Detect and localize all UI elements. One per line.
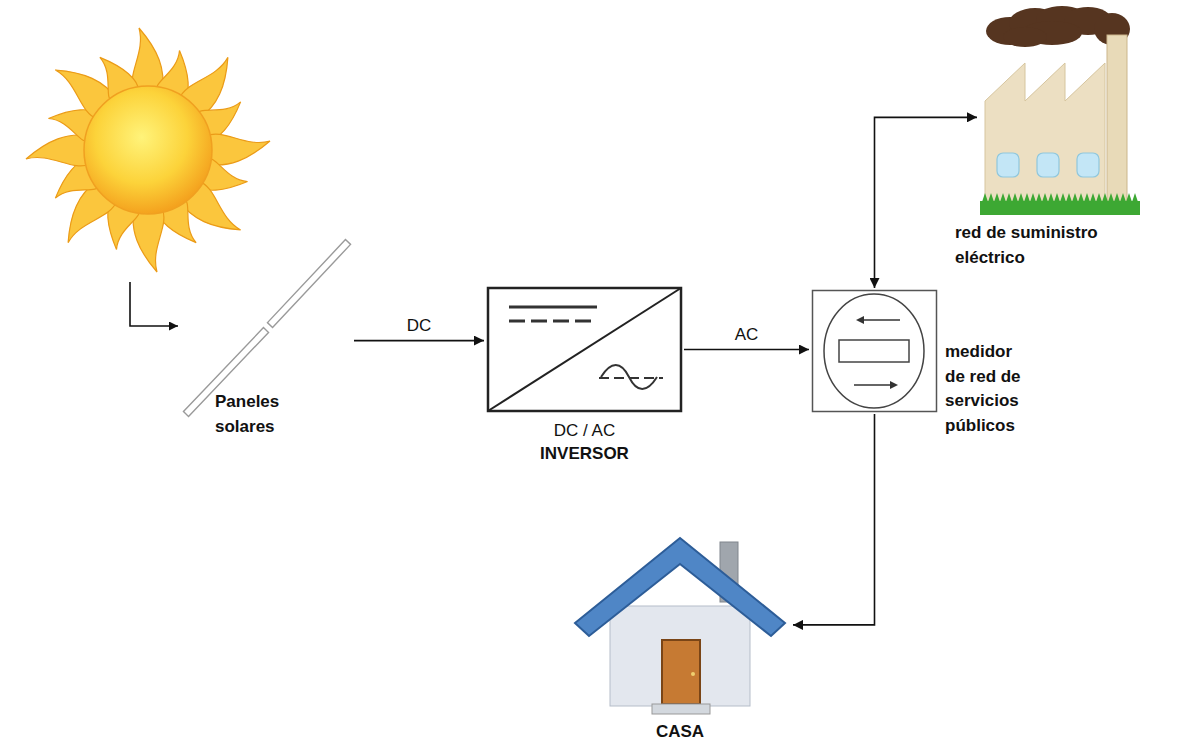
- sun-ray: [133, 208, 164, 272]
- dc-symbol: [509, 320, 597, 323]
- grass: [1048, 193, 1054, 202]
- solar-panels-shape: [180, 238, 352, 418]
- grass: [1054, 193, 1060, 202]
- house: CASA: [570, 528, 792, 747]
- dc-symbol: [509, 306, 597, 309]
- meter-arrow: [862, 319, 900, 320]
- connector-arrow: [354, 340, 484, 342]
- meter-box: [813, 291, 937, 412]
- meter-arrow: [890, 381, 898, 389]
- grass: [1102, 193, 1108, 202]
- inverter-shape: [487, 287, 682, 412]
- sun-core: [84, 86, 212, 214]
- solar-panels: Paneles solares: [180, 238, 355, 460]
- utility-meter: medidor de red de servicios públicos: [812, 290, 1052, 500]
- power-grid: red de suministro eléctrico: [950, 5, 1175, 290]
- meter-display: [839, 340, 909, 362]
- house-wall: [610, 606, 750, 706]
- sun-ray: [26, 135, 90, 166]
- grass: [1006, 193, 1012, 202]
- grass: [1084, 193, 1090, 202]
- factory-window: [997, 153, 1019, 177]
- grass: [1078, 193, 1084, 202]
- meter-arrow: [854, 384, 892, 385]
- grass: [1012, 193, 1018, 202]
- factory-window: [1037, 153, 1059, 177]
- house-shape: [570, 528, 790, 718]
- node-label: CASA: [570, 720, 790, 745]
- solar-panel: [267, 240, 350, 328]
- signal-label: DC: [404, 316, 435, 336]
- grass: [1120, 193, 1126, 202]
- grass: [1066, 193, 1072, 202]
- node-label: medidor de red de servicios públicos: [945, 340, 1033, 439]
- grass: [1042, 193, 1048, 202]
- grass: [1114, 193, 1120, 202]
- connector-arrow: [684, 349, 809, 351]
- grass: [1030, 193, 1036, 202]
- inverter-diagonal: [488, 288, 681, 411]
- meter-arrow: [856, 316, 864, 324]
- inverter: DC / ACINVERSOR: [487, 287, 684, 472]
- signal-label: AC: [732, 325, 762, 345]
- node-label: Paneles solares: [215, 390, 307, 439]
- grass: [1018, 193, 1024, 202]
- sunlight-arrow: [130, 282, 178, 326]
- factory-building: [985, 63, 1105, 205]
- house-door: [662, 640, 700, 704]
- grass: [994, 193, 1000, 202]
- grass: [1072, 193, 1078, 202]
- grass: [1024, 193, 1030, 202]
- factory-window: [1077, 153, 1099, 177]
- house-roof: [575, 538, 785, 636]
- grass: [982, 193, 988, 202]
- grass: [988, 193, 994, 202]
- inverter-box: [488, 288, 681, 411]
- grass: [1090, 193, 1096, 202]
- smoke: [1003, 27, 1047, 47]
- grass: [1036, 193, 1042, 202]
- house-step: [652, 704, 710, 714]
- node-label: DC / AC: [487, 419, 682, 444]
- chimney: [1107, 35, 1127, 207]
- door-knob: [691, 672, 695, 676]
- node-label: red de suministro eléctrico: [955, 221, 1170, 270]
- meter-dial: [824, 294, 924, 408]
- sun: [26, 28, 270, 272]
- grass: [1108, 193, 1114, 202]
- sun-ray: [132, 28, 163, 92]
- sun-ray: [206, 134, 270, 165]
- grass: [1132, 193, 1138, 202]
- power-grid-shape: [980, 5, 1140, 217]
- grass: [1126, 193, 1132, 202]
- connector-arrow: [793, 414, 875, 625]
- grass: [980, 201, 1140, 215]
- grass: [1096, 193, 1102, 202]
- ac-symbol: [599, 377, 663, 379]
- grass: [1060, 193, 1066, 202]
- node-label: INVERSOR: [487, 442, 682, 467]
- utility-meter-shape: [812, 290, 937, 412]
- grass: [1000, 193, 1006, 202]
